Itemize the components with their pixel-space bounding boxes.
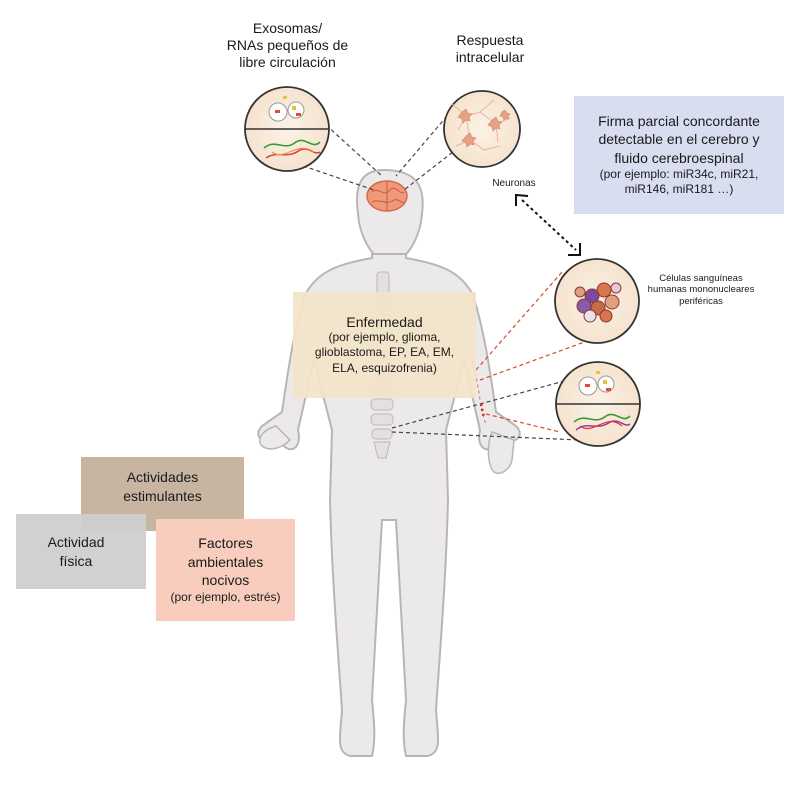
exosomes-circle [244,86,330,172]
partial-signature-box: Firma parcial concordante detectable en … [574,96,784,214]
harmful-factors-title: Factores ambientales nocivos [187,535,264,588]
partial-signature-examples: (por ejemplo: miR34c, miR21, miR146, miR… [599,166,759,197]
harmful-factors-box: Factores ambientales nocivos (por ejempl… [156,519,295,621]
pbmc-circle [554,258,640,344]
harmful-factors-example: (por ejemplo, estrés) [170,589,281,604]
brain [366,180,408,212]
exosomes-circle-2 [555,361,641,447]
partial-signature-title: Firma parcial concordante detectable en … [598,113,760,166]
disease-title: Enfermedad [346,313,423,330]
human-body-silhouette [257,168,521,757]
exosomes-label: Exosomas/ RNAs pequeños de libre circula… [226,20,349,70]
bidirectional-arrow [515,193,581,256]
disease-box: Enfermedad (por ejemplo, glioma, gliobla… [293,292,476,398]
neurons-circle [443,90,521,168]
neurons-label: Neuronas [492,178,536,189]
disease-examples: (por ejemplo, glioma, glioblastoma, EP, … [314,329,455,375]
pbmc-label: Células sanguíneas humanas mononucleares… [647,273,755,307]
intracellular-response-label: Respuesta intracelular [455,32,525,65]
physical-activity-box: Actividad física [16,514,146,589]
